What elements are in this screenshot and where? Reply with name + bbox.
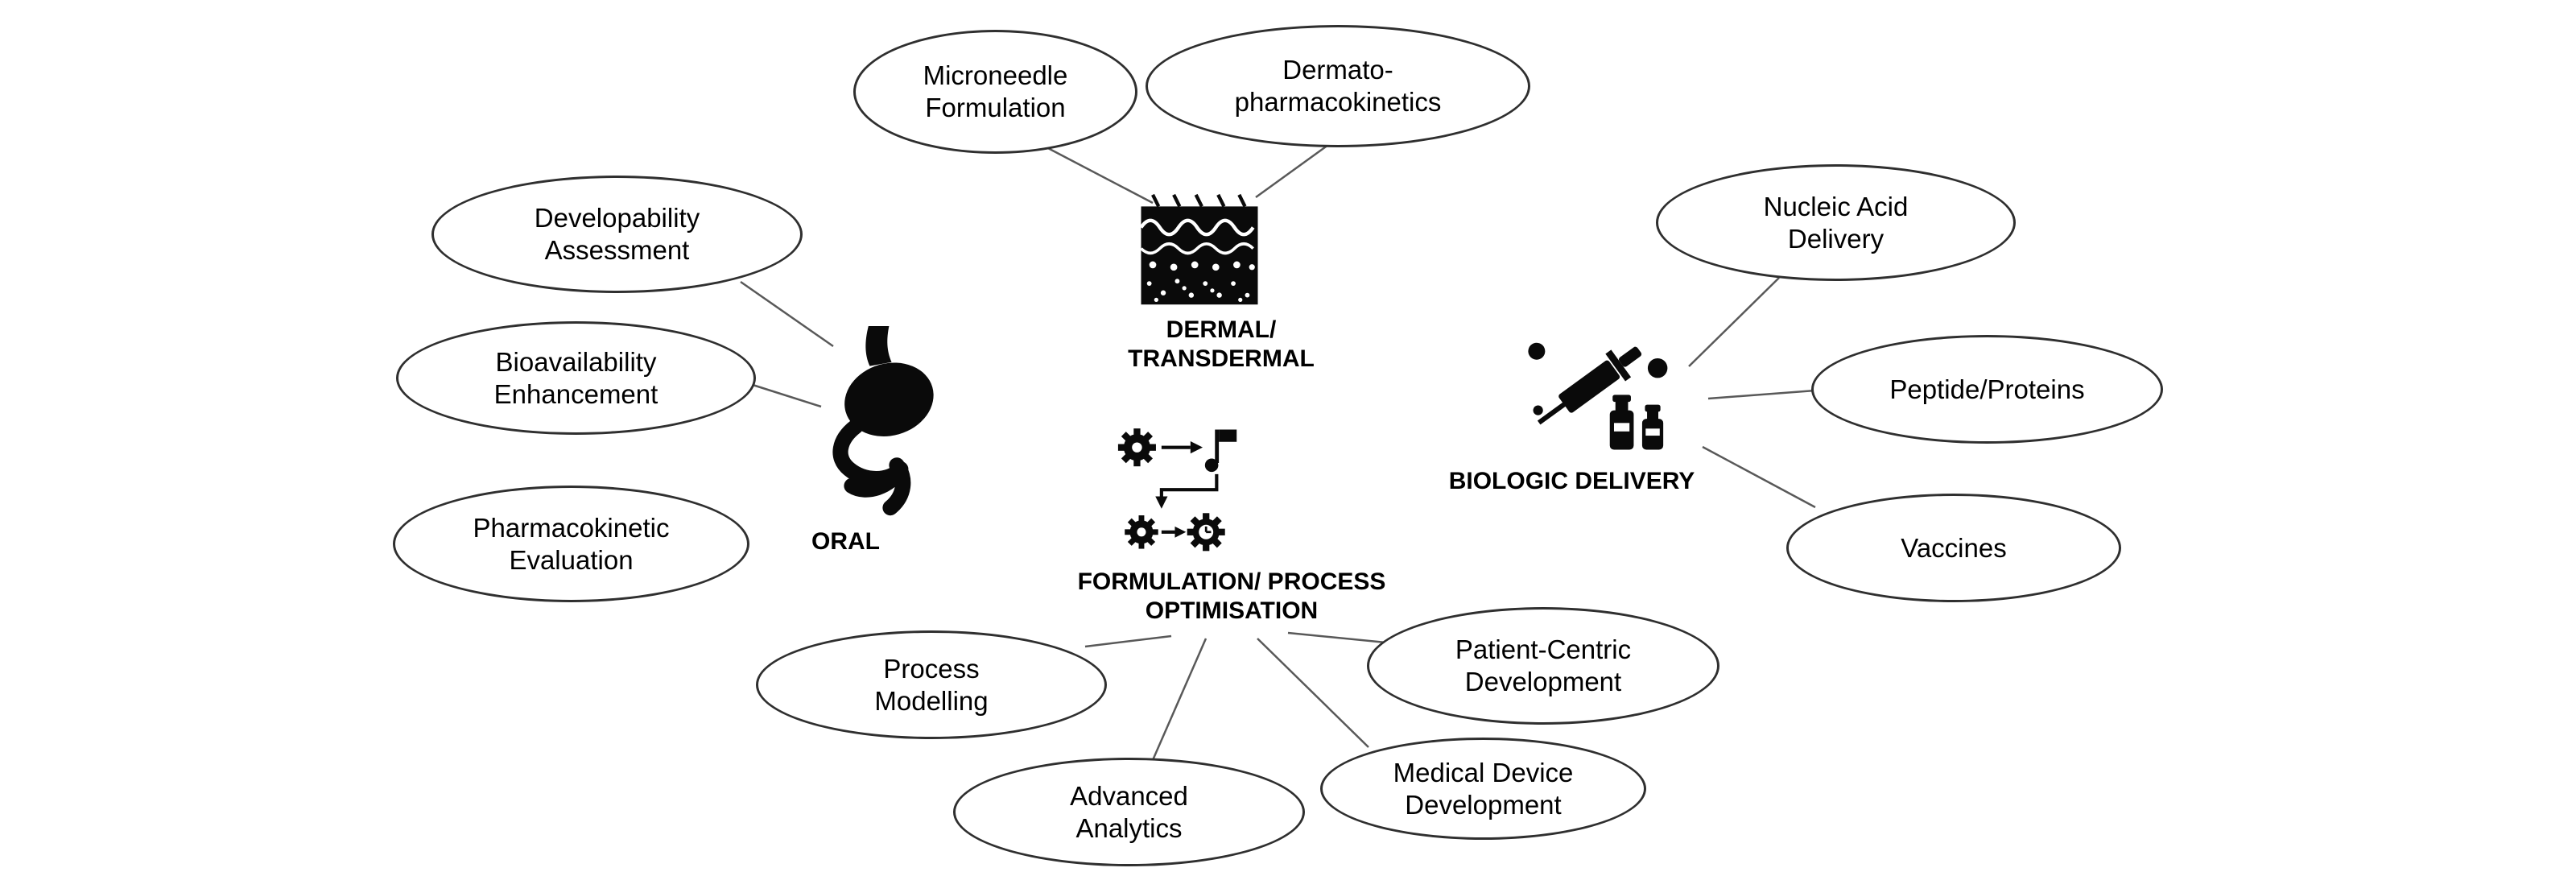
node-vaccines: Vaccines — [1786, 494, 2121, 602]
node-label: Nucleic Acid Delivery — [1763, 191, 1909, 254]
node-label: Developability Assessment — [534, 203, 700, 265]
node-nucleic-acid-delivery: Nucleic Acid Delivery — [1656, 164, 2016, 281]
node-dermato-pharmacokinetics: Dermato- pharmacokinetics — [1146, 25, 1530, 147]
connector-line — [740, 280, 834, 348]
node-process-modelling: Process Modelling — [756, 630, 1107, 739]
node-peptide-proteins: Peptide/Proteins — [1811, 335, 2163, 444]
connector-line — [1257, 638, 1369, 748]
hub-dermal-label: DERMAL/ TRANSDERMAL — [1128, 316, 1315, 372]
connector-line — [1084, 634, 1172, 648]
node-label: Bioavailability Enhancement — [493, 346, 658, 409]
skin-cross-section-icon — [1135, 192, 1264, 309]
node-microneedle-formulation: Microneedle Formulation — [853, 30, 1137, 154]
connector-line — [1046, 146, 1154, 205]
node-label: Patient-Centric Development — [1455, 634, 1632, 696]
connector-line — [1707, 389, 1816, 400]
connector-line — [1702, 445, 1816, 509]
connector-line — [1688, 277, 1780, 367]
node-label: Peptide/Proteins — [1889, 374, 2085, 404]
node-label: Vaccines — [1901, 532, 2007, 563]
node-label: Microneedle Formulation — [923, 60, 1068, 122]
syringe-vials-icon — [1518, 330, 1687, 464]
node-label: Pharmacokinetic Evaluation — [473, 512, 670, 575]
node-bioavailability-enhancement: Bioavailability Enhancement — [396, 321, 756, 435]
hub-oral-label: ORAL — [811, 528, 880, 555]
node-medical-device-development: Medical Device Development — [1320, 738, 1646, 840]
node-developability-assessment: Developability Assessment — [431, 176, 803, 293]
node-label: Medical Device Development — [1393, 757, 1574, 820]
node-label: Process Modelling — [874, 653, 989, 716]
node-label: Dermato- pharmacokinetics — [1234, 55, 1442, 117]
process-gears-icon — [1113, 425, 1246, 559]
connector-line — [1255, 143, 1329, 199]
connector-line — [752, 383, 822, 408]
hub-biologic-label: BIOLOGIC DELIVERY — [1448, 468, 1695, 494]
node-patient-centric-development: Patient-Centric Development — [1367, 607, 1719, 725]
hub-formulation-label: FORMULATION/ PROCESS OPTIMISATION — [1077, 568, 1386, 624]
stomach-icon — [819, 326, 948, 519]
node-pharmacokinetic-evaluation: Pharmacokinetic Evaluation — [393, 486, 749, 602]
node-label: Advanced Analytics — [1070, 780, 1188, 843]
node-advanced-analytics: Advanced Analytics — [953, 758, 1305, 866]
connector-line — [1151, 638, 1208, 761]
